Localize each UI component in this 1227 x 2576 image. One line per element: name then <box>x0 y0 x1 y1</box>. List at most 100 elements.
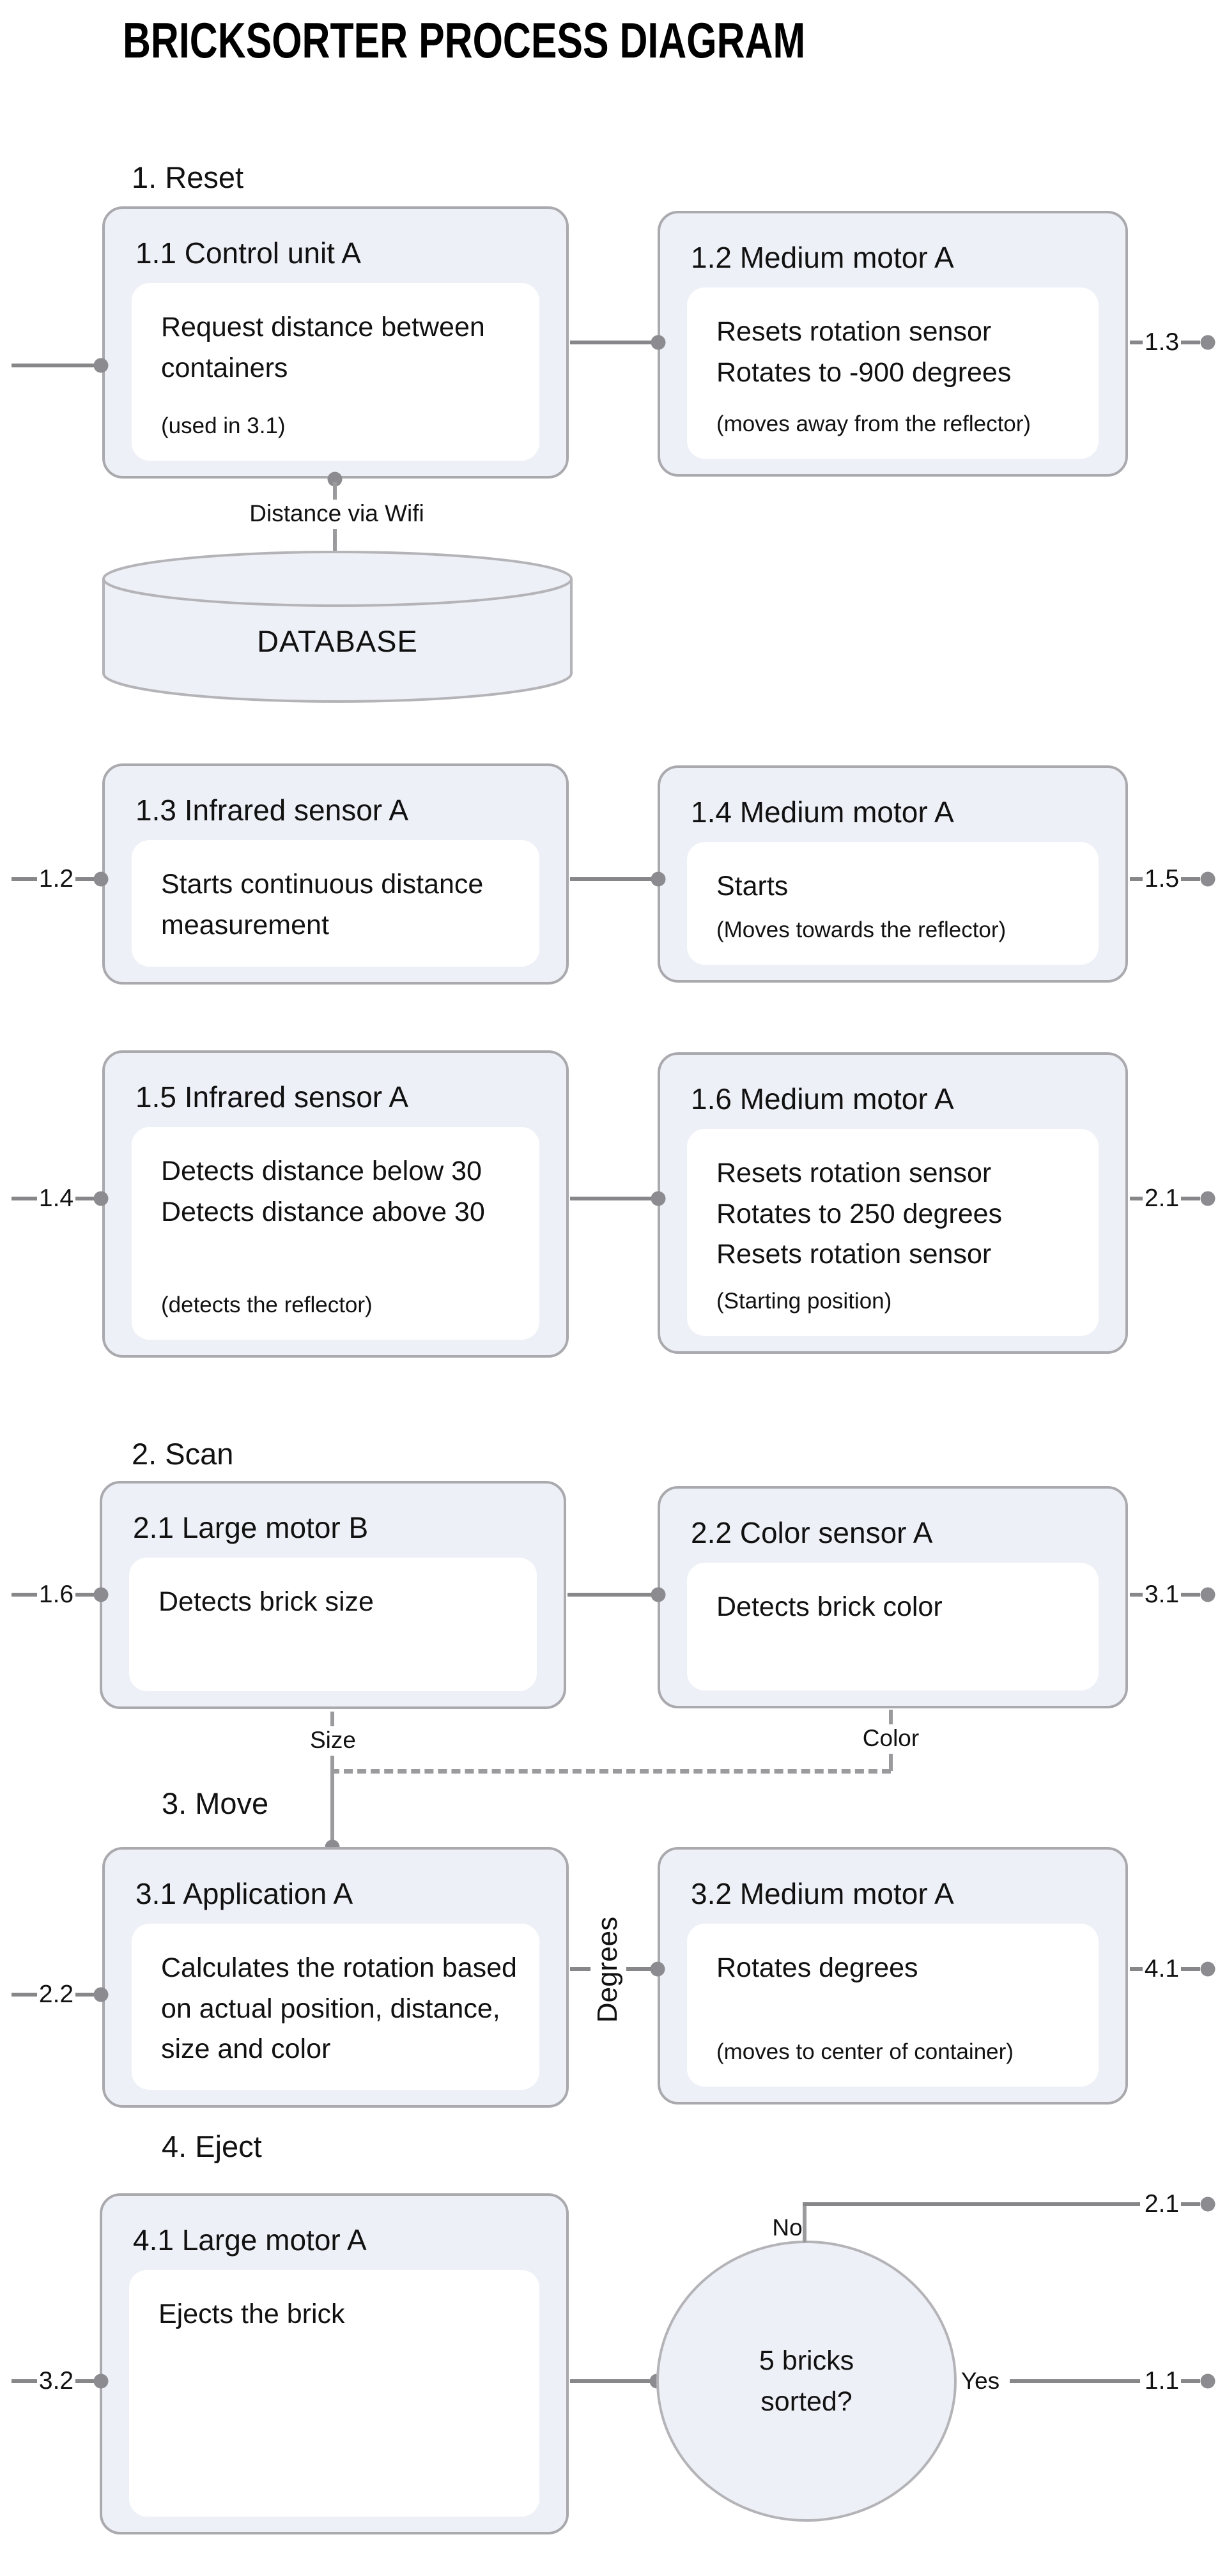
edge-label-size: Size <box>310 1727 356 1753</box>
connector-dot <box>650 1961 665 1977</box>
page-title: BRICKSORTER PROCESS DIAGRAM <box>123 12 806 68</box>
connector-dot <box>1200 2373 1215 2389</box>
connector-line <box>75 877 97 881</box>
node-title: 1.6 Medium motor A <box>691 1082 954 1116</box>
node-body-panel: Detects brick size <box>129 1558 537 1691</box>
connector-line <box>12 877 37 881</box>
connector-dot <box>93 871 109 887</box>
connector-line <box>12 1197 37 1200</box>
connector-line <box>889 1754 893 1771</box>
node-title: 3.2 Medium motor A <box>691 1877 954 1910</box>
node-note: (Moves towards the reflector) <box>716 917 1007 942</box>
connector-line <box>1181 1967 1200 1971</box>
connector-dot <box>651 335 666 350</box>
node-1-6: 1.6 Medium motor A Resets rotation senso… <box>658 1052 1128 1354</box>
connector-line <box>1130 341 1143 344</box>
node-body: Detects brick color <box>716 1591 943 1622</box>
node-title: 2.2 Color sensor A <box>691 1516 933 1549</box>
database-label: DATABASE <box>257 624 418 658</box>
node-1-2: 1.2 Medium motor A Resets rotation senso… <box>658 211 1128 477</box>
database-cylinder <box>102 551 573 703</box>
connector-line <box>75 1593 97 1597</box>
connector-line <box>1181 2202 1200 2206</box>
connector-line <box>330 1756 334 1845</box>
connector-line <box>12 2379 37 2383</box>
node-title: 1.1 Control unit A <box>135 236 361 270</box>
decision-question: 5 bricks sorted? <box>759 2345 854 2418</box>
decision-5-bricks-sorted: 5 bricks sorted? <box>656 2241 957 2522</box>
connector-line <box>75 1993 97 1997</box>
connector-dot <box>327 471 343 487</box>
edge-label-degrees: Degrees <box>592 1916 623 2023</box>
connector-dot <box>93 1987 109 2002</box>
connector-line <box>75 1197 97 1200</box>
connector-line <box>333 529 337 553</box>
connector-line <box>1130 877 1143 881</box>
connector-line <box>1130 1593 1143 1597</box>
node-2-2: 2.2 Color sensor A Detects brick color <box>658 1486 1128 1708</box>
connector-line <box>1181 1197 1200 1200</box>
edge-label-no: No <box>772 2214 803 2241</box>
connector-line <box>570 1197 654 1200</box>
edge-label-to-1-5: 1.5 <box>1144 865 1180 893</box>
connector-line <box>570 2379 654 2383</box>
node-body: Rotates degrees <box>716 1952 918 1983</box>
connector-line <box>1010 2379 1140 2383</box>
node-body: Starts continuous distance measurement <box>161 869 484 940</box>
edge-label-from-1-4: 1.4 <box>38 1184 74 1212</box>
node-1-4: 1.4 Medium motor A Starts (Moves towards… <box>658 765 1128 983</box>
edge-label-from-3-2: 3.2 <box>38 2367 74 2395</box>
connector-dot <box>1200 1961 1215 1977</box>
node-body-panel: Detects distance below 30 Detects distan… <box>132 1127 539 1340</box>
node-body: Ejects the brick <box>158 2299 345 2329</box>
connector-dot <box>93 1191 109 1206</box>
edge-label-yes: Yes <box>961 2368 1000 2394</box>
connector-line <box>1181 2379 1200 2383</box>
edge-label-to-1-3: 1.3 <box>1144 328 1180 356</box>
connector-line <box>1181 341 1200 344</box>
section-heading-eject: 4. Eject <box>162 2129 262 2163</box>
node-body: Detects distance below 30 Detects distan… <box>161 1156 485 1227</box>
node-body-panel: Resets rotation sensor Rotates to -900 d… <box>687 288 1099 459</box>
node-1-3: 1.3 Infrared sensor A Starts continuous … <box>102 763 569 985</box>
connector-line <box>570 341 654 344</box>
edge-label-to-4-1: 4.1 <box>1144 1955 1180 1982</box>
node-note: (moves to center of container) <box>716 2039 1014 2064</box>
connector-dot <box>651 1587 666 1602</box>
connector-line <box>1181 1593 1200 1597</box>
node-4-1: 4.1 Large motor A Ejects the brick <box>100 2193 569 2534</box>
node-3-2: 3.2 Medium motor A Rotates degrees (move… <box>658 1847 1128 2104</box>
connector-line <box>889 1710 893 1724</box>
connector-dot <box>651 871 666 887</box>
connector-line <box>1130 1967 1143 1971</box>
edge-label-no-target: 2.1 <box>1144 2190 1180 2218</box>
node-1-1: 1.1 Control unit A Request distance betw… <box>102 206 569 479</box>
connector-dot <box>1200 871 1215 887</box>
connector-line <box>12 1593 37 1597</box>
node-title: 1.2 Medium motor A <box>691 241 954 274</box>
node-title: 1.4 Medium motor A <box>691 795 954 829</box>
node-note: (moves away from the reflector) <box>716 411 1031 436</box>
node-note: (used in 3.1) <box>161 413 286 438</box>
connector-dot <box>651 1191 666 1206</box>
node-note: (Starting position) <box>716 1289 892 1314</box>
node-1-5: 1.5 Infrared sensor A Detects distance b… <box>102 1050 569 1358</box>
node-title: 2.1 Large motor B <box>133 1511 369 1544</box>
node-3-1: 3.1 Application A Calculates the rotatio… <box>102 1847 569 2108</box>
section-heading-move: 3. Move <box>162 1786 269 1820</box>
connector-line <box>330 1712 334 1726</box>
node-body: Resets rotation sensor Rotates to 250 de… <box>716 1158 1003 1270</box>
connector-line <box>12 1993 37 1997</box>
node-body: Request distance between containers <box>161 312 485 383</box>
edge-label-color: Color <box>862 1725 920 1751</box>
edge-label-to-2-1: 2.1 <box>1144 1184 1180 1212</box>
connector-dot <box>1200 1191 1215 1206</box>
edge-label-yes-target: 1.1 <box>1144 2367 1180 2395</box>
section-heading-reset: 1. Reset <box>132 160 244 194</box>
node-title: 1.3 Infrared sensor A <box>135 793 409 827</box>
connector-dot <box>93 2373 109 2389</box>
node-body: Resets rotation sensor Rotates to -900 d… <box>716 316 1012 388</box>
connector-line <box>1130 1197 1143 1200</box>
connector-dot <box>1200 335 1215 350</box>
